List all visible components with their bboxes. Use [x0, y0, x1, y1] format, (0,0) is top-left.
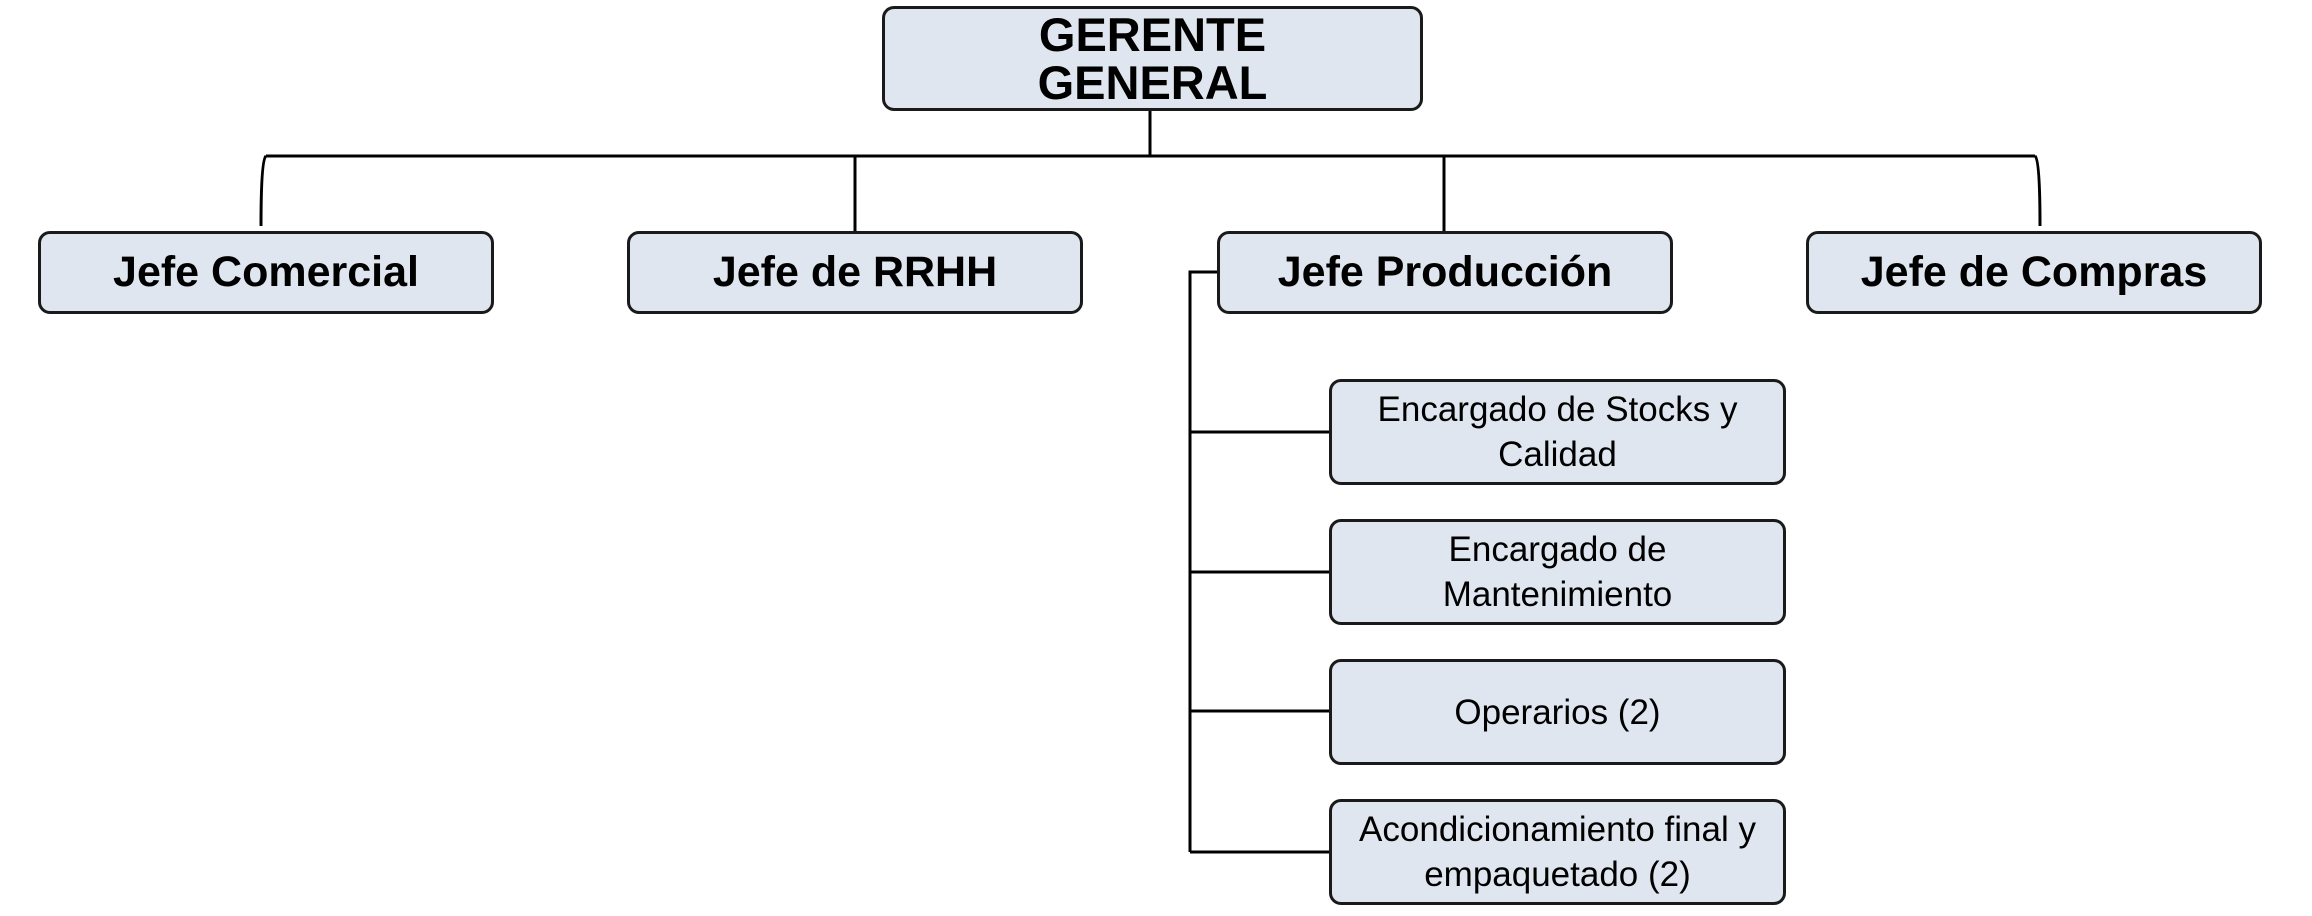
node-encargado-mantenimiento-label: Encargado de Mantenimiento	[1442, 530, 1673, 614]
node-operarios-label: Operarios (2)	[1454, 692, 1661, 732]
node-encargado-mantenimiento: Encargado de Mantenimiento	[1329, 519, 1786, 625]
bus-to-jefe-comercial-line	[259, 154, 268, 227]
node-operarios: Operarios (2)	[1329, 659, 1786, 765]
node-gerente-general-label: GERENTE GENERAL	[1037, 7, 1268, 109]
node-encargado-stocks-calidad: Encargado de Stocks y Calidad	[1329, 379, 1786, 485]
node-jefe-rrhh-label: Jefe de RRHH	[712, 248, 998, 296]
node-jefe-comercial: Jefe Comercial	[38, 231, 494, 314]
node-acondicionamiento-final: Acondicionamiento final y empaquetado (2…	[1329, 799, 1786, 905]
node-encargado-stocks-calidad-label: Encargado de Stocks y Calidad	[1377, 390, 1738, 474]
produccion-spine-line	[1188, 270, 1217, 852]
node-jefe-compras: Jefe de Compras	[1806, 231, 2262, 314]
node-jefe-comercial-label: Jefe Comercial	[113, 248, 419, 296]
node-jefe-compras-label: Jefe de Compras	[1860, 248, 2208, 296]
node-gerente-general: GERENTE GENERAL	[882, 6, 1423, 111]
node-jefe-produccion: Jefe Producción	[1217, 231, 1673, 314]
node-acondicionamiento-final-label: Acondicionamiento final y empaquetado (2…	[1359, 810, 1756, 894]
node-jefe-produccion-label: Jefe Producción	[1277, 248, 1613, 296]
bus-to-jefe-compras-line	[2033, 154, 2042, 227]
node-jefe-rrhh: Jefe de RRHH	[627, 231, 1083, 314]
